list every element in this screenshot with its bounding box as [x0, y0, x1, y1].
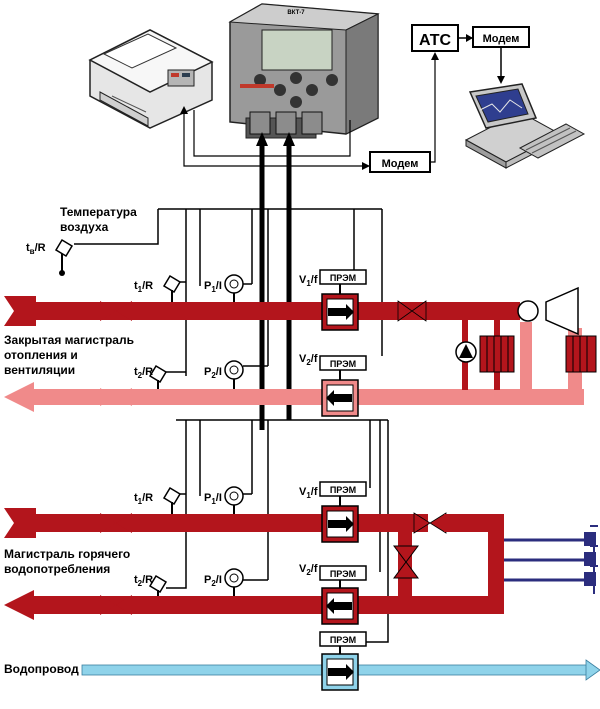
flowmeter-v1: [319, 269, 367, 331]
modem-mid-box: Модем: [369, 151, 431, 173]
main-cables: [256, 132, 295, 430]
modem-top-label: Модем: [483, 33, 520, 45]
t1-label: t1/R: [134, 280, 153, 294]
temperature-sensor-t2: [148, 364, 186, 389]
tap-icon: [584, 525, 598, 554]
v1-hw-label: V1/f: [299, 486, 318, 500]
heating-label-2: отопления и: [4, 348, 78, 362]
pump-icon: [455, 341, 477, 363]
heating-supply-pipe: [4, 296, 520, 326]
temperature-sensor-t1-hw: [162, 486, 186, 514]
pressure-sensor-p1: [224, 274, 252, 302]
p1-label: P1/I: [204, 280, 222, 294]
temperature-sensor-t1: [162, 274, 186, 302]
przm-label-2: ПРЭМ: [330, 359, 356, 369]
tap-icon: [584, 565, 598, 594]
przm-label-4: ПРЭМ: [330, 569, 356, 579]
przm-label-5: ПРЭМ: [330, 635, 356, 645]
radiator-icon: [565, 335, 597, 373]
heat-calculator-icon: ВКТ-7: [228, 3, 380, 139]
modem-mid-label: Модем: [382, 158, 419, 170]
pressure-sensor-p1-hw: [224, 486, 252, 514]
flowmeter-v2: [319, 355, 367, 417]
tap-icon: [584, 545, 598, 574]
ats-box: АТС: [411, 24, 459, 52]
v1-label: V1/f: [299, 274, 318, 288]
przm-label-3: ПРЭМ: [330, 485, 356, 495]
v2-hw-label: V2/f: [299, 563, 318, 577]
t1-hw-label: t1/R: [134, 492, 153, 506]
flowmeter-v2-hw: [319, 565, 367, 625]
hot-water-return-pipe: [4, 590, 504, 620]
flowmeter-water: [319, 631, 367, 691]
air-temp-label-1: Температура: [60, 205, 137, 219]
heating-label-3: вентиляции: [4, 363, 75, 377]
hot-water-label-2: водопотребления: [4, 562, 110, 576]
heating-consumer-loop: [455, 286, 597, 390]
hot-water-label-1: Магистраль горячего: [4, 547, 130, 561]
p2-hw-label: P2/I: [204, 574, 222, 588]
consumer-taps: [504, 525, 598, 594]
water-supply-label: Водопровод: [4, 662, 79, 676]
przm-label-1: ПРЭМ: [330, 273, 356, 283]
calculator-brand: ВКТ-7: [287, 10, 305, 16]
temperature-sensor-t2-hw: [148, 574, 168, 596]
modem-top-box: Модем: [472, 26, 530, 48]
v2-label: V2/f: [299, 353, 318, 367]
air-temperature-sensor: [54, 238, 74, 276]
mixing-valve: [393, 545, 419, 579]
printer-icon: [88, 29, 214, 129]
pressure-sensor-p2-hw: [224, 568, 268, 596]
signal-bus-1: [74, 208, 383, 376]
ats-label: АТС: [419, 32, 452, 49]
signal-bus-2: [166, 419, 389, 643]
t0-label: tв/R: [26, 242, 46, 256]
heating-label-1: Закрытая магистраль: [4, 333, 134, 347]
t2-label: t2/R: [134, 366, 153, 380]
communication-lines: [183, 57, 436, 167]
pressure-sensor-p2: [224, 360, 268, 389]
radiator-icon: [479, 335, 515, 373]
air-temp-label-2: воздуха: [60, 220, 109, 234]
computer-icon: [464, 83, 586, 169]
flowmeter-v1-hw: [319, 481, 367, 543]
t2-hw-label: t2/R: [134, 574, 153, 588]
p2-label: P2/I: [204, 366, 222, 380]
p1-hw-label: P1/I: [204, 492, 222, 506]
